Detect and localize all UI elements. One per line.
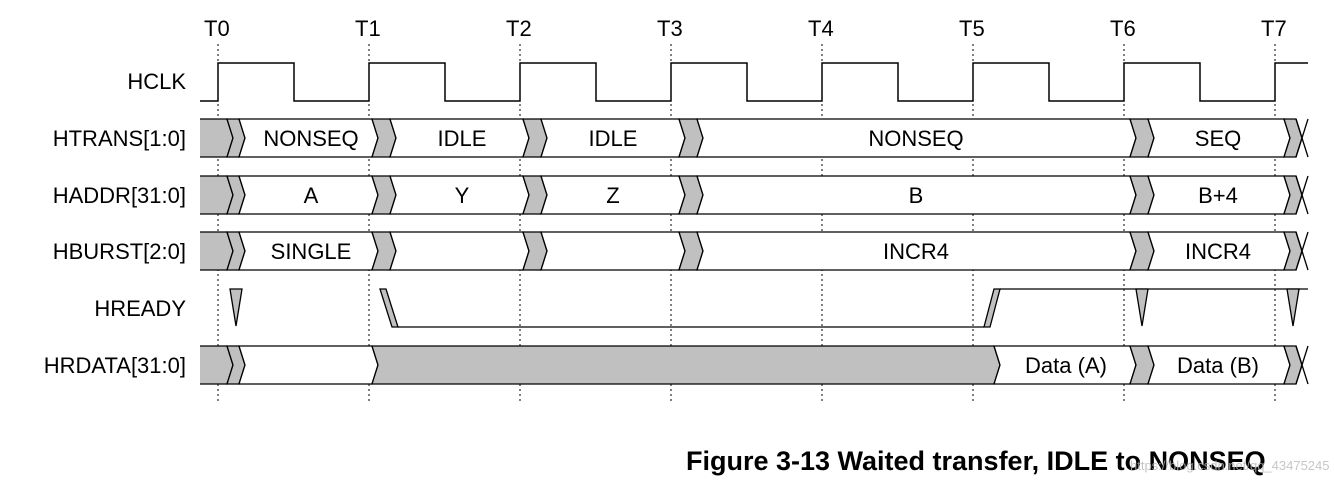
hrdata-waveform <box>200 345 1309 385</box>
hburst-tail <box>1295 231 1309 271</box>
hrdata-value-1: Data (A) <box>1025 353 1107 378</box>
hready-pulse-t6 <box>1135 288 1149 327</box>
hburst-invalid-pre-t0 <box>200 231 234 271</box>
hburst-segment-blank-1 <box>389 231 530 271</box>
hburst-waveform <box>200 231 1309 271</box>
time-markers: T0 T1 T2 T3 T4 T5 T6 T7 <box>204 16 1287 41</box>
htrans-values: NONSEQ IDLE IDLE NONSEQ SEQ <box>263 126 1241 151</box>
hready-rise-t5 <box>983 288 1001 328</box>
marker-t6: T6 <box>1110 16 1136 41</box>
htrans-tail <box>1295 118 1309 158</box>
hready-fall-t1 <box>379 288 399 328</box>
watermark: https://blog.csdn.net/qq_43475245 <box>1130 458 1330 473</box>
marker-t3: T3 <box>657 16 683 41</box>
signal-label-htrans: HTRANS[1:0] <box>53 126 186 151</box>
hrdata-value-2: Data (B) <box>1177 353 1259 378</box>
haddr-value-5: B+4 <box>1198 183 1238 208</box>
hready-pulse-t7 <box>1286 288 1300 327</box>
signal-label-hrdata: HRDATA[31:0] <box>44 353 186 378</box>
hrdata-segment-blank <box>238 345 379 385</box>
htrans-waveform <box>200 118 1309 158</box>
hready-waveform <box>229 288 1308 328</box>
hburst-value-3: INCR4 <box>1185 239 1251 264</box>
marker-t0: T0 <box>204 16 230 41</box>
hrdata-values: Data (A) Data (B) <box>1025 353 1259 378</box>
hburst-value-1: SINGLE <box>271 239 352 264</box>
htrans-value-5: SEQ <box>1195 126 1241 151</box>
timing-diagram: T0 T1 T2 T3 T4 T5 T6 T7 HCLK HTRANS[1:0]… <box>44 16 1309 404</box>
htrans-value-4: NONSEQ <box>868 126 963 151</box>
figure-caption: Figure 3-13 Waited transfer, IDLE to NON… <box>686 446 1266 476</box>
marker-t4: T4 <box>808 16 834 41</box>
haddr-value-4: B <box>909 183 924 208</box>
hrdata-tail <box>1295 345 1309 385</box>
htrans-value-1: NONSEQ <box>263 126 358 151</box>
hburst-value-2: INCR4 <box>883 239 949 264</box>
signal-labels: HCLK HTRANS[1:0] HADDR[31:0] HBURST[2:0]… <box>44 69 187 378</box>
hburst-values: SINGLE INCR4 INCR4 <box>271 239 1251 264</box>
haddr-value-3: Z <box>606 183 619 208</box>
marker-t7: T7 <box>1261 16 1287 41</box>
marker-t2: T2 <box>506 16 532 41</box>
haddr-value-2: Y <box>455 183 470 208</box>
signal-label-hclk: HCLK <box>127 69 186 94</box>
hrdata-invalid-pre-t0 <box>200 345 234 385</box>
htrans-value-2: IDLE <box>438 126 487 151</box>
haddr-invalid-pre-t0 <box>200 175 234 215</box>
hrdata-invalid-wait <box>371 345 1001 385</box>
haddr-values: A Y Z B B+4 <box>304 183 1238 208</box>
htrans-invalid-pre-t0 <box>200 118 234 158</box>
marker-t1: T1 <box>355 16 381 41</box>
signal-label-hready: HREADY <box>94 296 186 321</box>
hready-pulse-t0 <box>229 288 243 327</box>
marker-t5: T5 <box>959 16 985 41</box>
guide-lines <box>217 44 1276 404</box>
haddr-value-1: A <box>304 183 319 208</box>
hclk-waveform <box>200 62 1308 102</box>
htrans-value-3: IDLE <box>589 126 638 151</box>
hburst-segment-blank-2 <box>540 231 686 271</box>
signal-label-haddr: HADDR[31:0] <box>53 183 186 208</box>
haddr-tail <box>1295 175 1309 215</box>
haddr-waveform <box>200 175 1309 215</box>
signal-label-hburst: HBURST[2:0] <box>53 239 186 264</box>
